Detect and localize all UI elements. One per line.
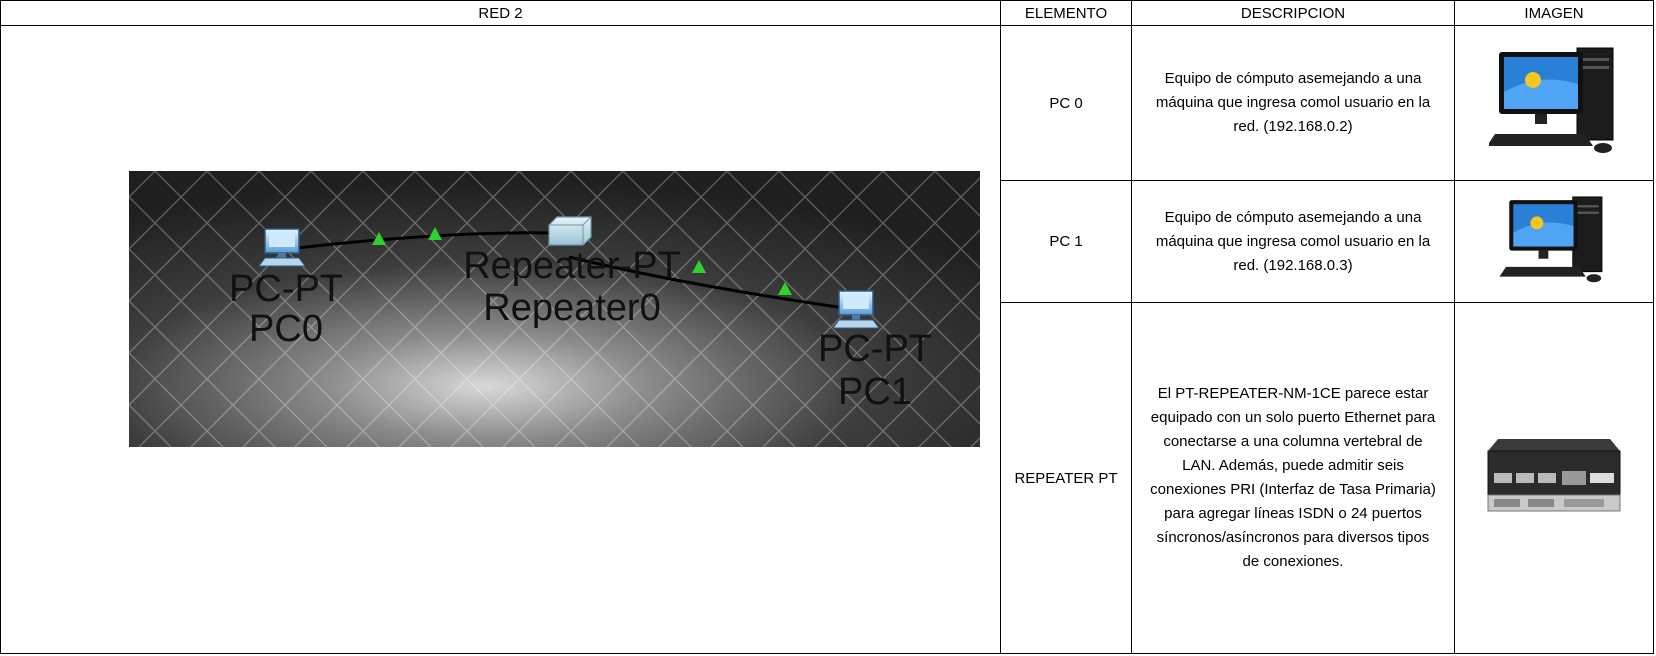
image-cell: [1454, 25, 1654, 182]
description-line: síncronos/asíncronos para diversos tipos: [1156, 529, 1430, 547]
link-light-icon: [692, 260, 706, 274]
element-cell: PC 1: [1000, 180, 1132, 304]
description-line: máquina que ingresa comol usuario en la: [1155, 94, 1431, 112]
description-cell: Equipo de cómputo asemejando a una máqui…: [1131, 25, 1455, 182]
pc0-icon[interactable]: [258, 228, 306, 267]
repeater0-name-label: Repeater0: [483, 287, 660, 329]
description-cell: El PT-REPEATER-NM-1CE parece estar equip…: [1131, 302, 1455, 654]
description-line: equipado con un solo puerto Ethernet par…: [1150, 409, 1436, 427]
description-line: red. (192.168.0.2): [1233, 118, 1353, 136]
description-line: red. (192.168.0.3): [1233, 256, 1353, 274]
header-descripcion: DESCRIPCION: [1131, 0, 1455, 27]
link-light-icon: [372, 232, 386, 246]
image-cell: [1454, 302, 1654, 654]
pc1-icon[interactable]: [832, 290, 880, 329]
element-cell: PC 0: [1000, 25, 1132, 182]
header-red: RED 2: [0, 0, 1001, 27]
element-cell: REPEATER PT: [1000, 302, 1132, 654]
network-diagram: PC-PT PC0 Repeater-PT Repeater0 PC-PT PC…: [129, 171, 980, 448]
network-diagram-cell: PC-PT PC0 Repeater-PT Repeater0 PC-PT PC…: [0, 25, 1001, 654]
pc1-name-label: PC1: [838, 371, 912, 413]
description-cell: Equipo de cómputo asemejando a una máqui…: [1131, 180, 1455, 304]
description-line: El PT-REPEATER-NM-1CE parece estar: [1157, 385, 1429, 403]
network-topology: PC-PT PC0 Repeater-PT Repeater0 PC-PT PC…: [129, 171, 980, 448]
header-elemento: ELEMENTO: [1000, 0, 1132, 27]
description-line: LAN. Además, puede admitir seis: [1182, 457, 1404, 475]
desktop-pc-icon: [1487, 47, 1614, 154]
description-line: conexiones PRI (Interfaz de Tasa Primari…: [1150, 481, 1436, 499]
desktop-pc-icon: [1499, 196, 1603, 283]
description-line: Equipo de cómputo asemejando a una: [1164, 70, 1422, 88]
image-cell: [1454, 180, 1654, 304]
description-line: para agregar líneas ISDN o 24 puertos: [1164, 505, 1422, 523]
link-light-icon: [778, 282, 792, 296]
header-imagen: IMAGEN: [1454, 0, 1654, 27]
pc1-type-label: PC-PT: [818, 328, 932, 370]
description-line: de conexiones.: [1242, 553, 1344, 571]
repeater0-icon[interactable]: [548, 216, 592, 246]
repeater-device-icon: [1487, 439, 1621, 512]
description-line: máquina que ingresa comol usuario en la: [1155, 232, 1431, 250]
link-repeater-pc1[interactable]: [568, 255, 860, 312]
pc0-name-label: PC0: [249, 308, 323, 350]
description-line: Equipo de cómputo asemejando a una: [1164, 208, 1422, 226]
link-light-icon: [428, 227, 442, 241]
repeater0-type-label: Repeater-PT: [463, 245, 681, 287]
pc0-type-label: PC-PT: [229, 268, 343, 310]
description-line: conectarse a una columna vertebral de: [1163, 433, 1423, 451]
